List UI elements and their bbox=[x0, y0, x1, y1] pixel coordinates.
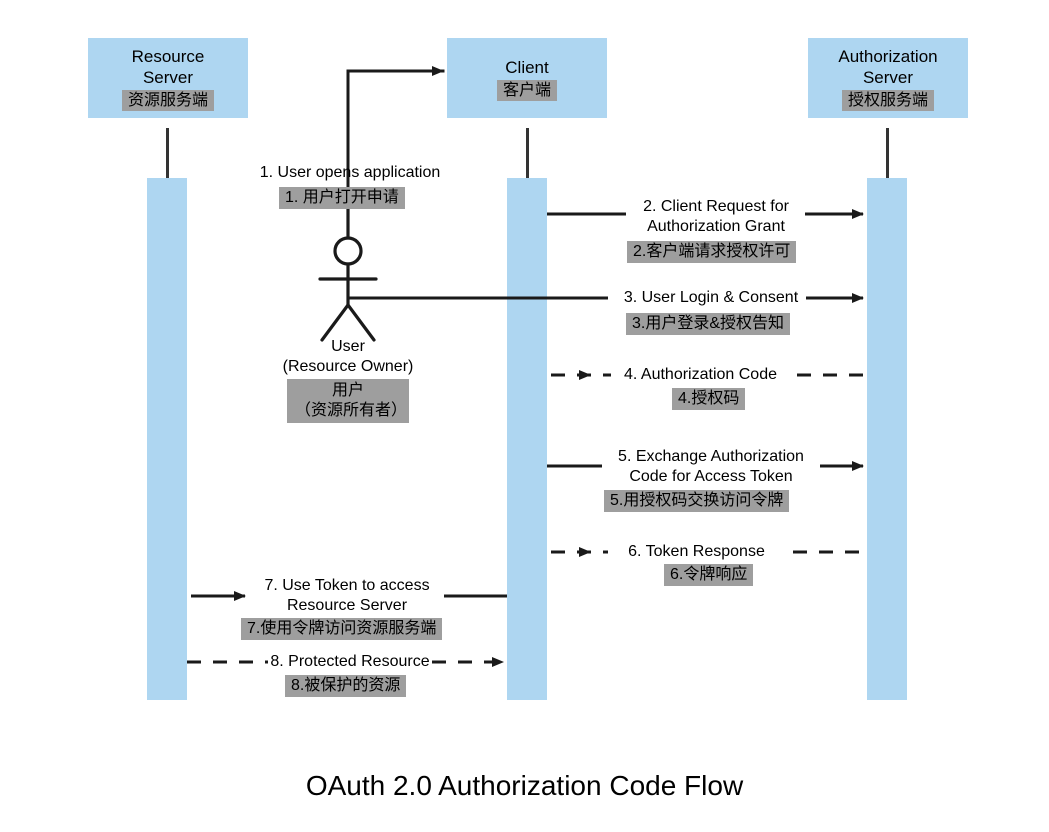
participant-title-zh: 资源服务端 bbox=[121, 90, 214, 111]
message-badge-1: 1. 用户打开申请 bbox=[279, 187, 405, 209]
activation-bar-resource-server bbox=[147, 178, 187, 700]
message-label-2: 2. Client Request for Authorization Gran… bbox=[643, 198, 789, 235]
participant-title-zh: 客户端 bbox=[496, 80, 557, 101]
message-label-3: 3. User Login & Consent bbox=[623, 289, 799, 306]
message-label-4: 4. Authorization Code bbox=[624, 366, 777, 383]
participant-title: Resource Server bbox=[131, 47, 205, 87]
message-label-6: 6. Token Response bbox=[628, 543, 765, 560]
message-badge-8: 8.被保护的资源 bbox=[285, 675, 407, 697]
actor-label-zh: 用户 （资源所有者） bbox=[287, 379, 409, 423]
lifeline-client bbox=[526, 128, 529, 178]
diagram-title: OAuth 2.0 Authorization Code Flow bbox=[305, 770, 744, 801]
message-label-1: 1. User opens application bbox=[259, 164, 441, 181]
actor-user-icon bbox=[318, 203, 378, 342]
message-badge-2: 2.客户端请求授权许可 bbox=[627, 241, 797, 263]
actor-label-en: User (Resource Owner) bbox=[282, 338, 414, 375]
participant-resource-server[interactable]: Resource Server 资源服务端 bbox=[88, 38, 248, 118]
message-arrow-1 bbox=[346, 66, 445, 207]
message-badge-3: 3.用户登录&授权告知 bbox=[626, 313, 791, 335]
lifeline-authorization-server bbox=[886, 128, 889, 178]
activation-bar-client bbox=[507, 178, 547, 700]
activation-bar-authorization-server bbox=[867, 178, 907, 700]
message-badge-6: 6.令牌响应 bbox=[664, 564, 754, 586]
participant-title: Authorization Server bbox=[838, 47, 938, 87]
message-label-7: 7. Use Token to access Resource Server bbox=[264, 577, 430, 614]
participant-client[interactable]: Client 客户端 bbox=[447, 38, 607, 118]
message-badge-4: 4.授权码 bbox=[672, 388, 746, 410]
message-badge-7: 7.使用令牌访问资源服务端 bbox=[241, 618, 443, 640]
message-label-8: 8. Protected Resource bbox=[270, 653, 430, 670]
participant-title: Client bbox=[505, 58, 549, 77]
message-label-5: 5. Exchange Authorization Code for Acces… bbox=[618, 448, 804, 485]
message-badge-5: 5.用授权码交换访问令牌 bbox=[604, 490, 790, 512]
participant-authorization-server[interactable]: Authorization Server 授权服务端 bbox=[808, 38, 968, 118]
participant-title-zh: 授权服务端 bbox=[841, 90, 934, 111]
lifeline-resource-server bbox=[166, 128, 169, 178]
